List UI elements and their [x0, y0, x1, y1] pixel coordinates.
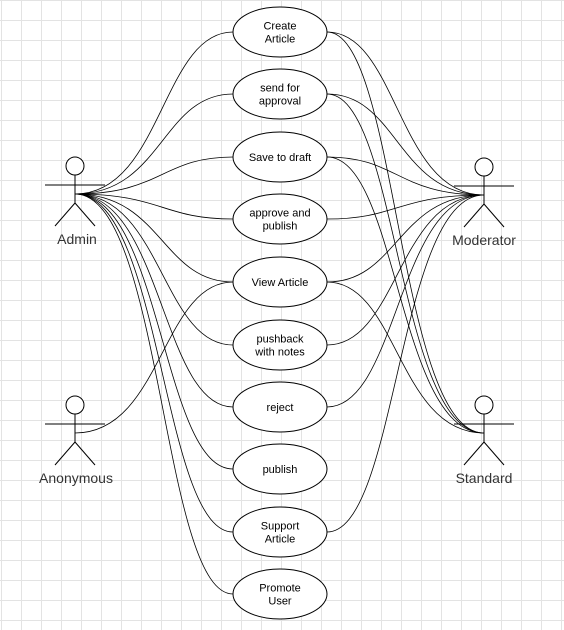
use-case-label: Article [265, 34, 296, 46]
actor-label-admin: Admin [57, 231, 97, 247]
association-moderator-pushback-with-notes [326, 194, 485, 346]
actor-label-anonymous: Anonymous [39, 470, 113, 486]
association-admin-view-article [74, 193, 234, 283]
association-moderator-support-article [326, 194, 485, 533]
actor-label-moderator: Moderator [452, 232, 516, 248]
use-case-label: View Article [252, 277, 309, 289]
use-case-label: Support [261, 521, 300, 533]
association-moderator-approve-and-publish [326, 194, 485, 220]
use-case-label: publish [263, 464, 298, 476]
standard-stick-figure-icon[interactable] [454, 395, 514, 466]
use-case-label: pushback [256, 334, 304, 346]
association-admin-reject [74, 193, 234, 408]
use-case-ellipse[interactable] [232, 68, 328, 120]
use-case-ellipse[interactable] [232, 506, 328, 558]
use-case-ellipse[interactable] [232, 381, 328, 433]
use-case-ellipse[interactable] [232, 319, 328, 371]
association-admin-save-to-draft [74, 156, 234, 195]
association-standard-create-article [326, 31, 485, 434]
use-case-ellipse[interactable] [232, 443, 328, 495]
association-admin-create-article [74, 31, 234, 195]
use-case-label: send for [260, 83, 300, 95]
associations-layer [74, 31, 485, 595]
association-admin-support-article [74, 193, 234, 533]
use-case-label: Save to draft [249, 152, 311, 164]
use-case-view-article[interactable]: View Article [232, 256, 328, 308]
use-case-label: approval [259, 96, 301, 108]
association-moderator-reject [326, 194, 485, 408]
admin-stick-figure-icon[interactable] [45, 156, 105, 227]
use-case-reject[interactable]: reject [232, 381, 328, 433]
use-case-ellipse[interactable] [232, 256, 328, 308]
use-case-label: reject [267, 402, 294, 414]
actor-anonymous[interactable]: Anonymous [39, 395, 113, 486]
use-case-ellipse[interactable] [232, 6, 328, 58]
use-case-label: with notes [254, 347, 305, 359]
use-case-ellipse[interactable] [232, 193, 328, 245]
use-case-publish[interactable]: publish [232, 443, 328, 495]
anonymous-stick-figure-icon[interactable] [45, 395, 105, 466]
actor-label-standard: Standard [456, 470, 513, 486]
moderator-stick-figure-icon[interactable] [454, 157, 514, 228]
association-admin-approve-and-publish [74, 193, 234, 220]
use-case-ellipse[interactable] [232, 131, 328, 183]
use-case-label: publish [263, 221, 298, 233]
use-case-save-to-draft[interactable]: Save to draft [232, 131, 328, 183]
association-admin-promote-user [74, 193, 234, 595]
association-moderator-create-article [326, 31, 485, 196]
association-anonymous-view-article [74, 281, 234, 434]
association-standard-view-article [326, 281, 485, 434]
association-moderator-send-for-approval [326, 93, 485, 196]
use-case-label: Create [263, 21, 296, 33]
actor-admin[interactable]: Admin [45, 156, 105, 247]
association-admin-send-for-approval [74, 93, 234, 195]
association-moderator-view-article [326, 194, 485, 283]
association-standard-send-for-approval [326, 93, 485, 434]
actor-standard[interactable]: Standard [454, 395, 514, 486]
association-standard-save-to-draft [326, 156, 485, 434]
actor-moderator[interactable]: Moderator [452, 157, 516, 248]
use-case-label: Promote [259, 583, 301, 595]
use-case-label: User [268, 596, 292, 608]
use-case-label: Article [265, 534, 296, 546]
use-case-ellipse[interactable] [232, 568, 328, 620]
association-moderator-save-to-draft [326, 156, 485, 196]
use-case-label: approve and [249, 208, 310, 220]
association-admin-publish [74, 193, 234, 470]
association-admin-pushback-with-notes [74, 193, 234, 346]
